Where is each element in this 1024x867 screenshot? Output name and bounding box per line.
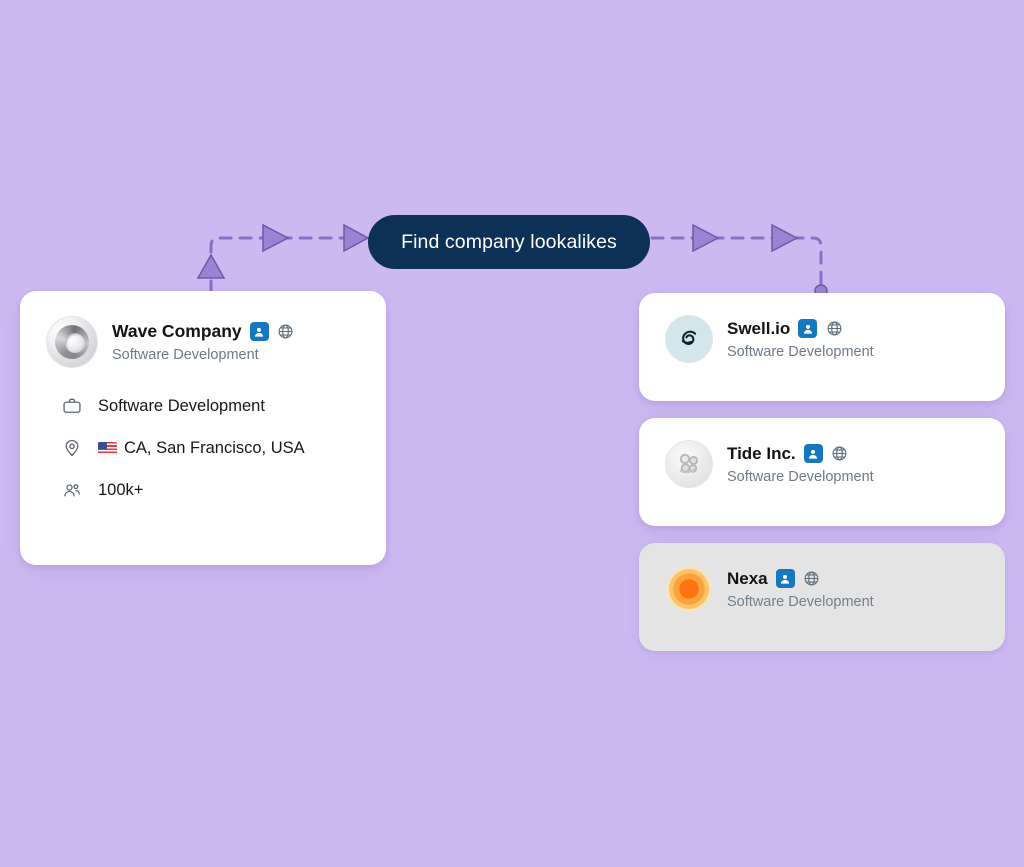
lookalike-card-nexa[interactable]: Nexa [639,543,1005,651]
detail-industry-text: Software Development [98,396,265,415]
wave-spiral-logo-icon [46,316,98,368]
lookalike-company-name: Tide Inc. [727,443,796,463]
detail-headcount-text: 100k+ [98,480,144,499]
arrow-up-head-icon [196,253,226,279]
globe-icon[interactable] [803,570,821,588]
lookalike-card-header: Swell.io [639,293,1005,363]
lookalike-card-swell[interactable]: Swell.io [639,293,1005,401]
source-card-details: Software Development CA, San Francisco, … [20,368,386,500]
globe-icon[interactable] [277,323,295,341]
linkedin-person-badge-icon[interactable] [249,322,269,341]
arrow-right-head-icon-right-end [771,223,799,253]
globe-icon[interactable] [825,320,843,338]
swell-glyph [666,316,712,362]
globe-icon[interactable] [831,445,849,463]
arrow-right-head-icon-left-end [343,223,370,253]
lookalike-card-header: Tide Inc. [639,418,1005,488]
find-company-lookalikes-button[interactable]: Find company lookalikes [368,215,650,269]
lookalike-card-header: Nexa [639,543,1005,613]
detail-row-industry: Software Development [62,396,386,416]
source-card-header: Wave Company [20,291,386,368]
detail-location-wrapper: CA, San Francisco, USA [98,439,305,458]
swell-swirl-logo-icon [665,315,713,363]
nexa-concentric-logo-icon [665,565,713,613]
detail-row-location: CA, San Francisco, USA [62,438,386,458]
linkedin-person-badge-icon[interactable] [775,569,795,588]
linkedin-person-badge-icon[interactable] [803,444,823,463]
detail-row-headcount: 100k+ [62,480,386,500]
connector-right-path [650,236,823,288]
lookalike-company-name: Swell.io [727,318,791,338]
lookalike-company-subtitle: Software Development [727,593,874,610]
source-company-card[interactable]: Wave Company [20,291,386,565]
source-company-name: Wave Company [112,321,242,341]
source-company-subtitle: Software Development [112,347,259,363]
connector-left-path [209,236,364,294]
arrow-right-head-icon-right-mid [692,223,720,253]
lookalike-company-subtitle: Software Development [727,343,874,360]
linkedin-person-badge-icon[interactable] [798,319,818,338]
lookalike-company-subtitle: Software Development [727,468,874,485]
tide-floral-logo-icon [665,440,713,488]
us-flag-icon [98,441,117,455]
briefcase-icon [62,396,82,416]
lookalike-company-name: Nexa [727,568,768,588]
lookalike-card-tide[interactable]: Tide Inc. [639,418,1005,526]
arrow-right-head-icon-left-mid [262,223,290,253]
detail-location-text: CA, San Francisco, USA [124,438,305,457]
location-pin-icon [62,438,82,458]
tide-glyph [666,441,712,487]
action-pill-label: Find company lookalikes [401,230,617,253]
people-group-icon [62,480,82,500]
